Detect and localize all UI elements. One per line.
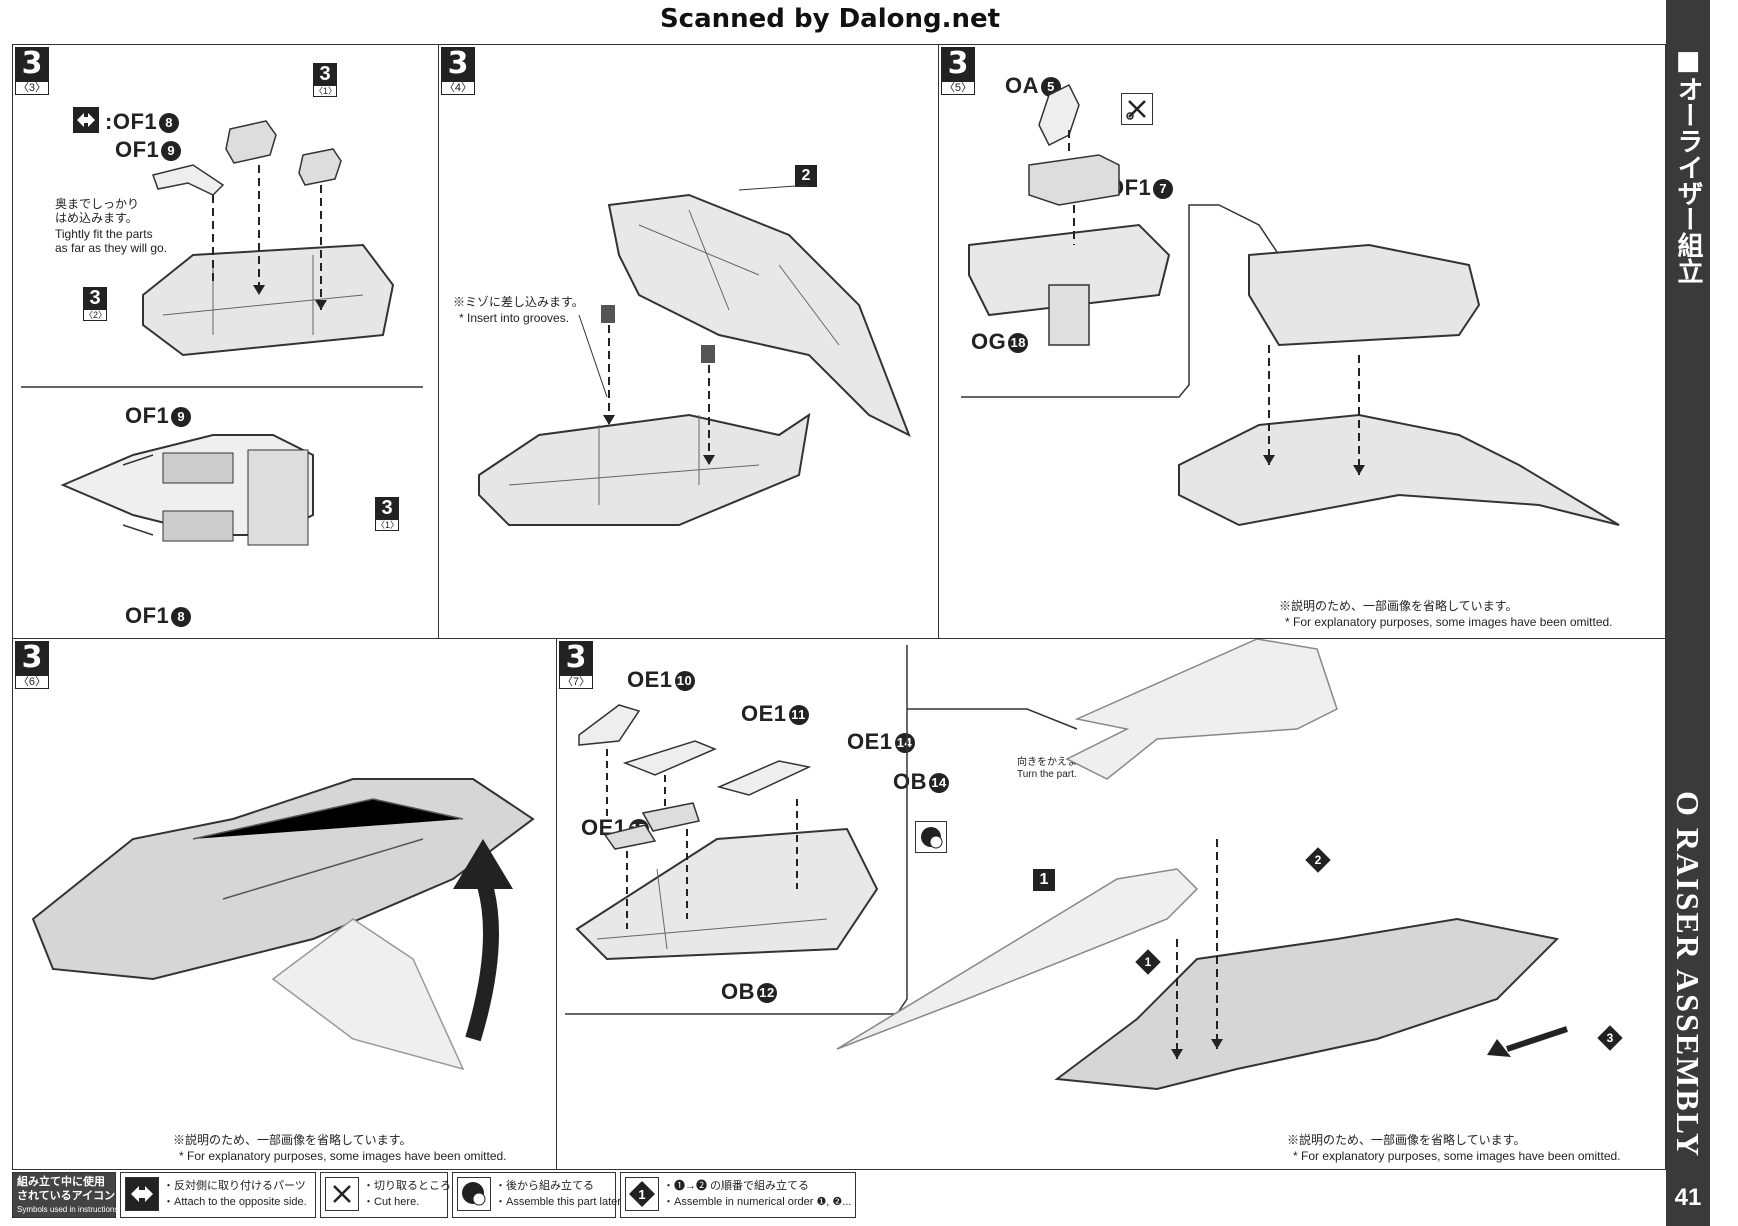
svg-text:1: 1: [638, 1187, 645, 1202]
step-ref-3-2: 3〈2〉: [83, 287, 108, 321]
omit-note-en: * For explanatory purposes, some images …: [1293, 1149, 1621, 1163]
legend-numerical-order: 1 ・❶→❷ の順番で組み立てる ・Assemble in numerical …: [620, 1172, 856, 1218]
diagram-cockpit-assembly: [961, 83, 1620, 527]
order-diamond-icon: 1: [625, 1177, 659, 1211]
turn-note-jp: 向きをかえます。: [1017, 757, 1096, 768]
omit-note-en: * For explanatory purposes, some images …: [1285, 615, 1613, 629]
order-marker-3: 3: [1599, 1027, 1621, 1049]
step-ref-3-1: 3〈1〉: [313, 63, 338, 97]
scan-credit: Scanned by Dalong.net: [659, 4, 1001, 34]
cut-here-icon: [1121, 93, 1153, 125]
legend-title: 組み立て中に使用 されているアイコン Symbols used in instr…: [12, 1172, 118, 1218]
panel-step-3-4: 3〈4〉 2 ※ミゾに差し込みます。 * Insert into grooves…: [438, 44, 940, 640]
order-marker-2: 2: [1307, 849, 1329, 871]
assemble-later-icon: [915, 821, 947, 853]
diagram-nose-to-hull: [478, 184, 911, 526]
cut-here-icon: [325, 1177, 359, 1211]
omit-note-jp: ※説明のため、一部画像を省略しています。: [1287, 1133, 1526, 1147]
step-badge: 3〈6〉: [15, 641, 49, 689]
omit-note-jp: ※説明のため、一部画像を省略しています。: [173, 1133, 412, 1147]
sidebar-title-en: O RAISER ASSEMBLY: [1670, 791, 1706, 1159]
part-ref-1: 1: [1033, 869, 1055, 891]
turn-note-en: Turn the part.: [1017, 769, 1077, 780]
attach-opposite-icon: [125, 1177, 159, 1211]
step-ref-3-1-bottom: 3〈1〉: [375, 497, 400, 531]
panel-step-3-6: 3〈6〉 ※説明のため、一部画像を省略しています。 * For explanat…: [12, 638, 558, 1170]
sidebar-title-jp: ■オーライザー組立: [1673, 46, 1703, 284]
fit-note-jp: 奥までしっかり はめ込みます。: [55, 197, 140, 225]
sidebar: [1666, 0, 1710, 1226]
page-number: 41: [1674, 1184, 1702, 1211]
omit-note-jp: ※説明のため、一部画像を省略しています。: [1279, 599, 1518, 613]
diagram-rotate-part: [31, 778, 535, 1071]
order-marker-1: 1: [1137, 951, 1159, 973]
diagram-wing-assembly: [565, 639, 1568, 1091]
attach-opposite-icon: [73, 107, 99, 133]
step-badge: 3〈5〉: [941, 47, 975, 95]
groove-note-en: * Insert into grooves.: [459, 311, 570, 325]
assemble-later-icon: [457, 1177, 491, 1211]
legend-assemble-later: ・後から組み立てる ・Assemble this part later.: [452, 1172, 623, 1218]
step-badge: 3〈7〉: [559, 641, 593, 689]
step-badge: 3〈3〉: [15, 47, 49, 95]
groove-note-jp: ※ミゾに差し込みます。: [453, 295, 584, 309]
legend-attach-opposite: ・反対側に取り付けるパーツ ・Attach to the opposite si…: [120, 1172, 316, 1218]
part-ref-2: 2: [795, 165, 817, 187]
omit-note-en: * For explanatory purposes, some images …: [179, 1149, 507, 1163]
fit-note-en: Tightly fit the parts as far as they wil…: [55, 227, 168, 255]
diagram-hull-parts: [21, 120, 423, 546]
step-badge: 3〈4〉: [441, 47, 475, 95]
legend-cut-here: ・切り取るところ ・Cut here.: [320, 1172, 451, 1218]
